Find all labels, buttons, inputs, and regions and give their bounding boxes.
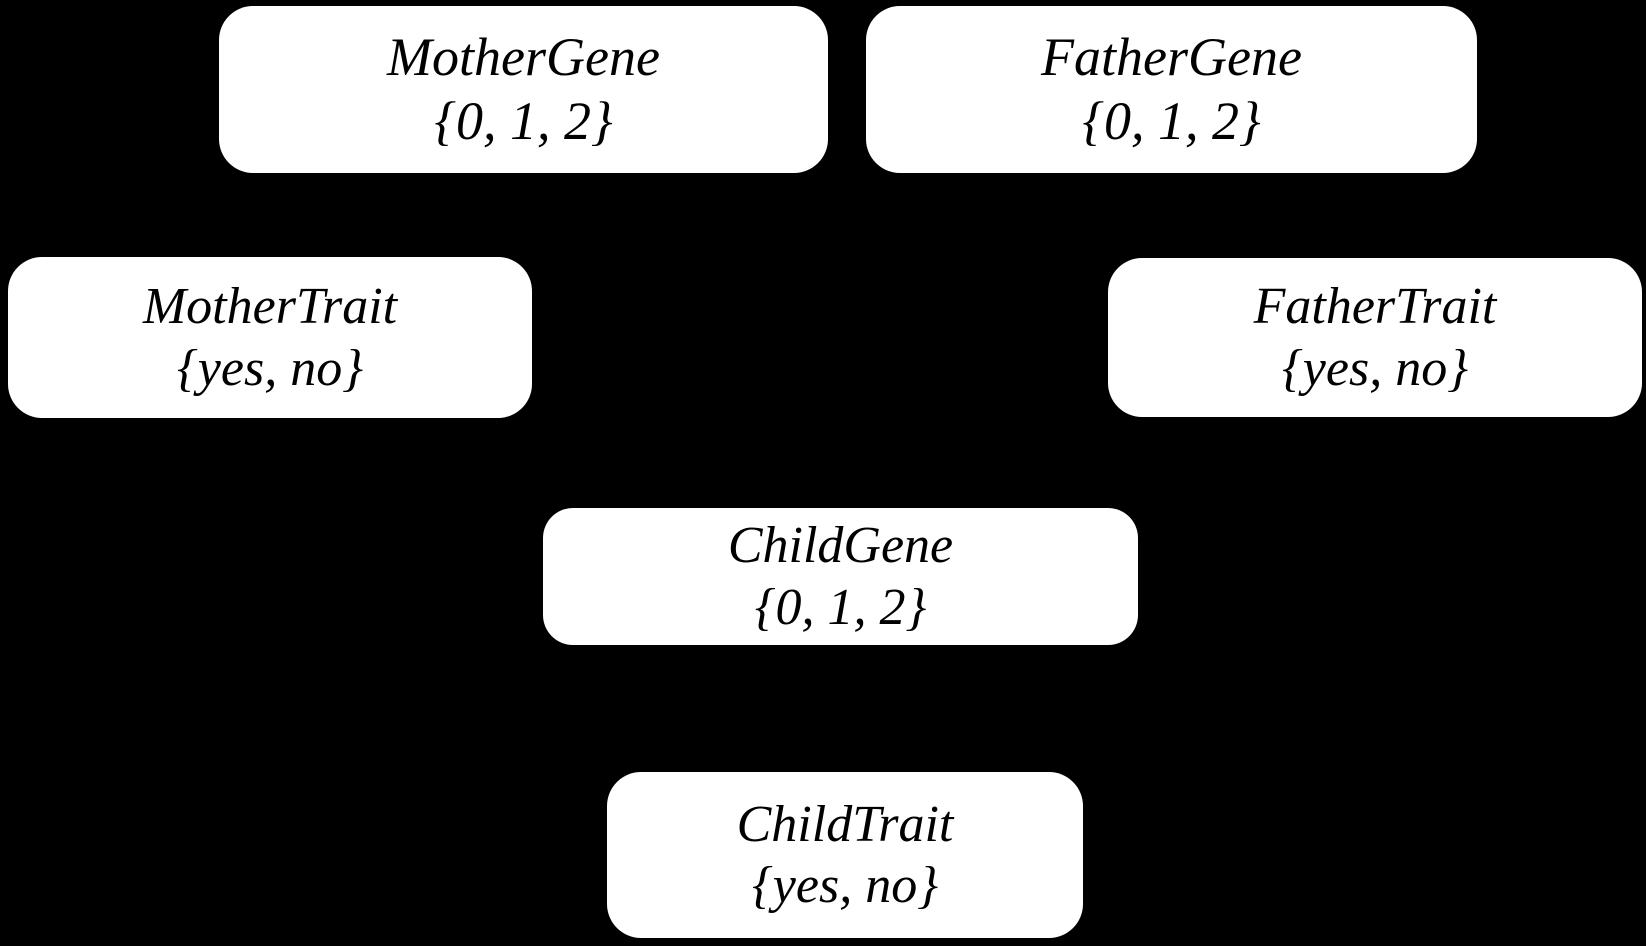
node-mother-trait-title: MotherTrait xyxy=(142,278,398,336)
node-father-trait-domain: {yes, no} xyxy=(1282,339,1468,397)
node-father-trait[interactable]: FatherTrait {yes, no} xyxy=(1108,258,1642,417)
node-child-gene-domain: {0, 1, 2} xyxy=(754,578,927,636)
node-father-gene[interactable]: FatherGene {0, 1, 2} xyxy=(866,6,1477,173)
node-mother-gene[interactable]: MotherGene {0, 1, 2} xyxy=(219,6,828,173)
node-father-trait-title: FatherTrait xyxy=(1253,278,1497,336)
node-child-trait-domain: {yes, no} xyxy=(752,857,938,914)
node-mother-trait[interactable]: MotherTrait {yes, no} xyxy=(8,257,532,418)
node-mother-gene-domain: {0, 1, 2} xyxy=(434,90,613,151)
node-child-trait[interactable]: ChildTrait {yes, no} xyxy=(607,772,1083,938)
node-mother-trait-domain: {yes, no} xyxy=(177,339,363,397)
node-child-gene[interactable]: ChildGene {0, 1, 2} xyxy=(543,508,1138,645)
node-child-gene-title: ChildGene xyxy=(727,517,954,575)
node-father-gene-domain: {0, 1, 2} xyxy=(1082,90,1261,151)
node-mother-gene-title: MotherGene xyxy=(387,26,660,87)
node-child-trait-title: ChildTrait xyxy=(736,795,954,853)
node-father-gene-title: FatherGene xyxy=(1041,26,1302,87)
